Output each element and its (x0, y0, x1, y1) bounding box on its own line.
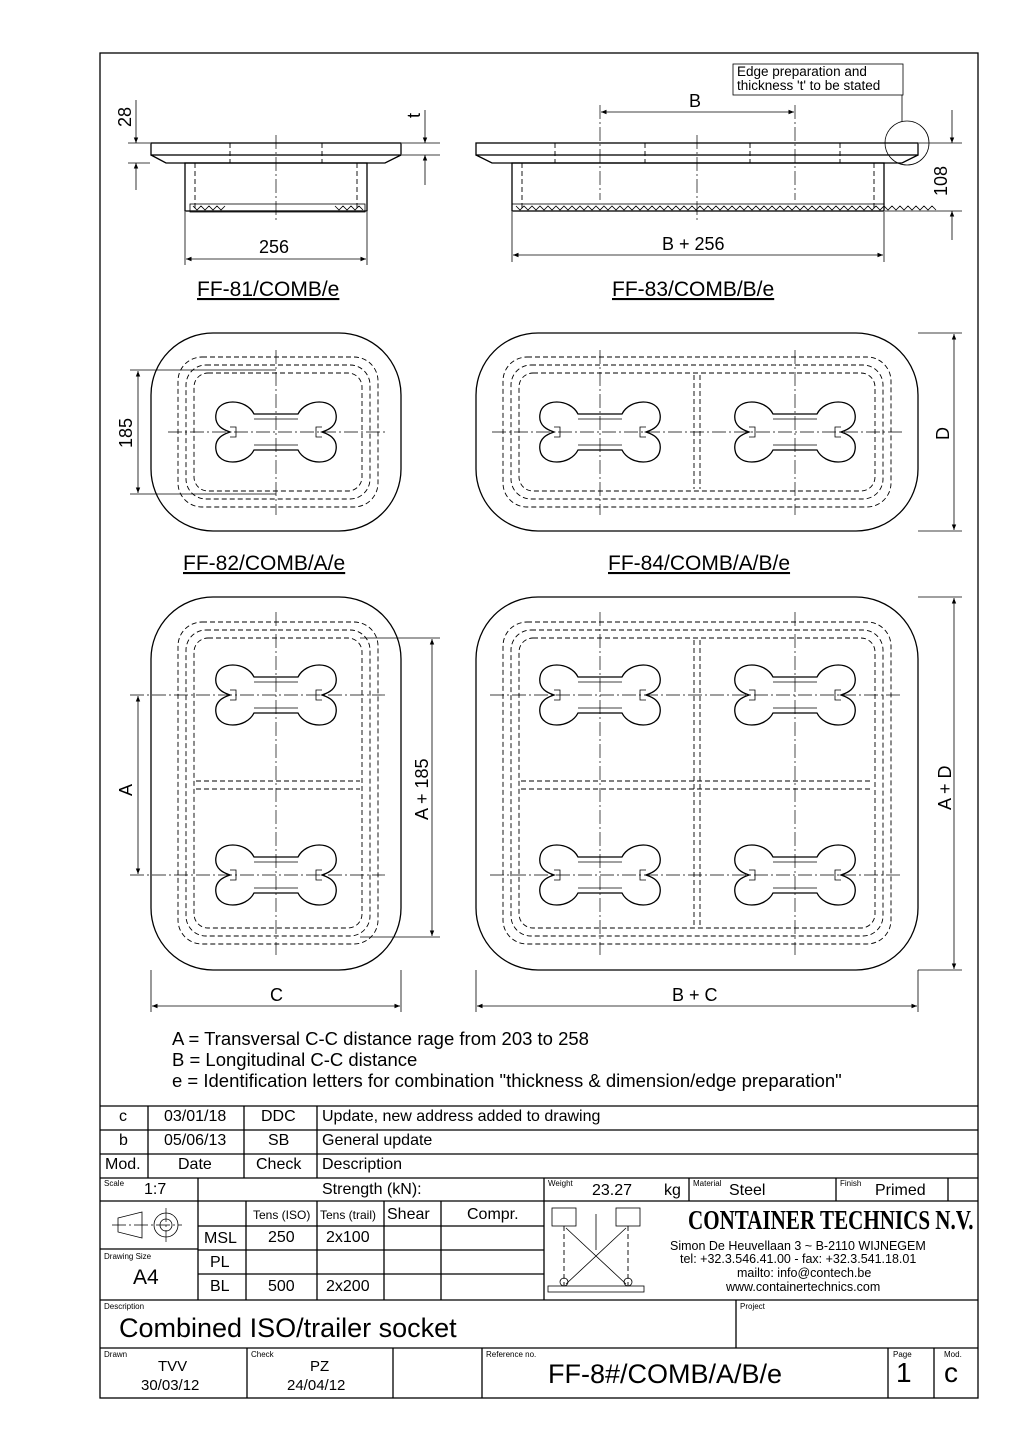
dim-d: D (933, 427, 953, 440)
note-b: B = Longitudinal C-C distance (172, 1049, 417, 1070)
view-label-ff83: FF-83/COMB/B/e (612, 278, 774, 301)
ff-two-row-plan-view (130, 596, 440, 1012)
edge-note-line-1: Edge preparation and (737, 64, 867, 79)
note-a: A = Transversal C-C distance rage from 2… (172, 1028, 589, 1049)
edge-note-line-2: thickness 't' to be stated (737, 78, 880, 93)
company-phone: tel: +32.3.546.41.00 - fax: +32.3.541.18… (680, 1252, 917, 1266)
check-label: Check (251, 1350, 274, 1359)
drawn-by: TVV (158, 1358, 188, 1375)
rev-b-mod: b (119, 1132, 128, 1149)
description-value: Combined ISO/trailer socket (119, 1313, 457, 1343)
rev-header-date: Date (178, 1156, 212, 1173)
drawing-size-label: Drawing Size (104, 1252, 152, 1261)
reference-value: FF-8#/COMB/A/B/e (548, 1359, 783, 1389)
col-compr: Compr. (467, 1206, 519, 1223)
note-e: e = Identification letters for combinati… (172, 1070, 842, 1091)
row-bl-name: BL (210, 1278, 230, 1295)
view-label-ff82: FF-82/COMB/A/e (183, 552, 345, 575)
finish-label: Finish (840, 1179, 862, 1188)
rev-c-check: DDC (261, 1108, 296, 1125)
mod-label: Mod. (944, 1350, 962, 1359)
ff-four-socket-plan-view (475, 596, 962, 1012)
company-address: Simon De Heuvellaan 3 ~ B-2110 WIJNEGEM (670, 1239, 926, 1253)
dim-b: B (689, 91, 701, 111)
strength-label: Strength (kN): (322, 1181, 422, 1198)
dim-b-256: B + 256 (662, 234, 725, 254)
dim-a-d: A + D (935, 765, 955, 810)
description-label: Description (104, 1302, 145, 1311)
dim-c: C (270, 985, 283, 1005)
project-label: Project (740, 1302, 765, 1311)
company-web: www.containertechnics.com (726, 1280, 881, 1294)
rev-b-date: 05/06/13 (164, 1132, 227, 1149)
material-label: Material (693, 1179, 722, 1188)
company-name: CONTAINER TECHNICS N.V. (688, 1205, 974, 1235)
rev-c-mod: c (119, 1108, 127, 1125)
rev-b-description: General update (322, 1132, 433, 1149)
row-msl-tens-trail: 2x100 (326, 1229, 370, 1246)
dim-28: 28 (115, 107, 135, 127)
material-value: Steel (729, 1182, 766, 1199)
company-mail: mailto: info@contech.be (737, 1266, 872, 1280)
weight-label: Weight (548, 1179, 573, 1188)
rev-b-check: SB (268, 1132, 290, 1149)
drawn-label: Drawn (104, 1350, 128, 1359)
check-by: PZ (310, 1358, 330, 1375)
scale-label: Scale (104, 1179, 125, 1188)
dim-185: 185 (116, 418, 136, 448)
dim-b-c: B + C (672, 985, 718, 1005)
ff81-side-view (128, 100, 440, 265)
finish-value: Primed (875, 1182, 926, 1199)
dim-256: 256 (259, 237, 289, 257)
rev-header-mod: Mod. (105, 1156, 141, 1173)
check-date: 24/04/12 (287, 1377, 346, 1394)
ff83-side-view (475, 63, 962, 262)
rev-c-date: 03/01/18 (164, 1108, 227, 1125)
drawn-date: 30/03/12 (141, 1377, 200, 1394)
weight-value: 23.27 (592, 1182, 633, 1199)
ff84-plan-view (475, 332, 962, 532)
ff82-plan-view (130, 332, 402, 532)
view-label-ff84: FF-84/COMB/A/B/e (608, 552, 790, 575)
page-label: Page (893, 1350, 912, 1359)
rev-header-description: Description (322, 1156, 403, 1173)
page-value: 1 (896, 1357, 912, 1388)
dim-a-185: A + 185 (412, 758, 432, 820)
row-msl-tens-iso: 250 (268, 1229, 295, 1246)
rev-header-check: Check (256, 1156, 302, 1173)
scale-value: 1:7 (144, 1181, 167, 1198)
row-msl-name: MSL (204, 1230, 237, 1247)
col-tens-iso: Tens (ISO) (253, 1208, 311, 1222)
weight-unit: kg (664, 1182, 681, 1199)
lashing-illustration-icon (547, 1207, 645, 1293)
title-block-grid (100, 1105, 978, 1398)
rev-c-description: Update, new address added to drawing (322, 1108, 601, 1125)
dimension-labels: 28 t 256 B 108 B + 256 185 D A A + 185 A… (115, 64, 955, 1091)
drawing-size-value: A4 (133, 1266, 159, 1289)
row-bl-tens-trail: 2x200 (326, 1278, 370, 1295)
col-tens-trail: Tens (trail) (320, 1208, 377, 1222)
row-bl-tens-iso: 500 (268, 1278, 295, 1295)
dim-t: t (404, 113, 424, 118)
row-pl-name: PL (210, 1254, 230, 1271)
dim-108: 108 (931, 166, 951, 196)
mod-value: c (944, 1357, 958, 1388)
reference-label: Reference no. (486, 1350, 537, 1359)
view-label-ff81: FF-81/COMB/e (197, 278, 339, 301)
dim-a: A (116, 784, 136, 796)
col-shear: Shear (387, 1206, 430, 1223)
